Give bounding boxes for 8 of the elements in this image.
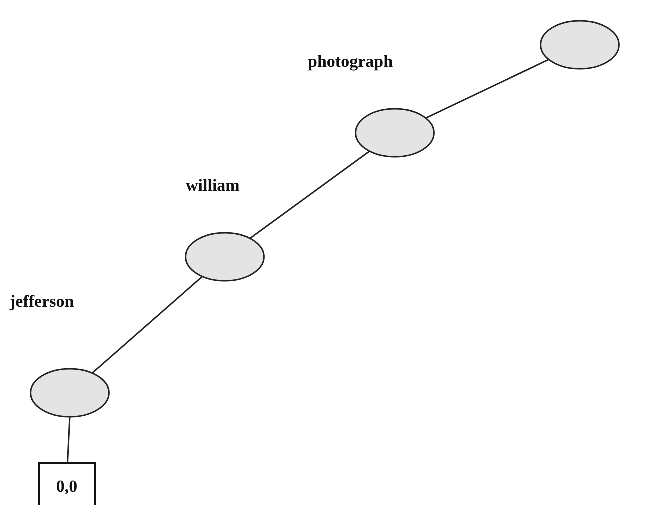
label-box — [38, 462, 96, 505]
edge-label: photograph — [308, 52, 394, 72]
connector-line — [92, 276, 204, 374]
connector-line — [426, 59, 550, 119]
connector-line — [67, 416, 71, 462]
connector-line — [250, 150, 370, 240]
box-label: 0,0 — [56, 477, 78, 497]
edge-label: jefferson — [10, 292, 74, 312]
